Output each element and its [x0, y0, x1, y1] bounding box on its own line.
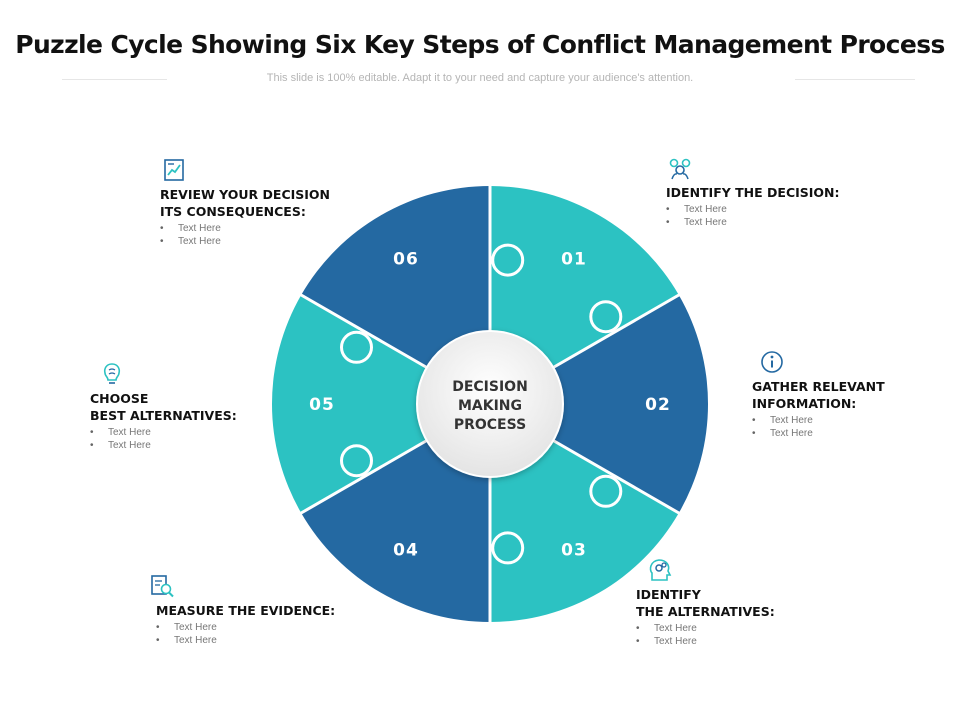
step-04-bullets: Text Here Text Here	[156, 621, 335, 647]
puzzle-segment-06	[301, 185, 490, 369]
segment-number-03: 03	[561, 541, 587, 561]
brain-bulb-icon	[103, 363, 121, 384]
step-01-bullet-2: Text Here	[666, 216, 840, 229]
step-03-heading-line-2: THE ALTERNATIVES:	[636, 604, 775, 619]
puzzle-knob-4	[491, 531, 525, 565]
puzzle-segment-04	[301, 439, 490, 623]
step-05-bullet-1: Text Here	[90, 426, 237, 439]
step-03-heading-line-1: IDENTIFY	[636, 587, 701, 602]
step-02-heading-line-2: INFORMATION:	[752, 396, 857, 411]
center-label-line-2: MAKING	[458, 398, 522, 414]
segment-number-06: 06	[393, 250, 419, 270]
step-05-heading-line-2: BEST ALTERNATIVES:	[90, 408, 237, 423]
center-label-line-1: DECISION	[452, 379, 528, 395]
step-05-bullet-2: Text Here	[90, 439, 237, 452]
step-03-bullet-2: Text Here	[636, 635, 775, 648]
center-label-line-3: PROCESS	[454, 417, 526, 433]
step-02: GATHER RELEVANT INFORMATION: Text Here T…	[752, 348, 885, 440]
segment-divider-6	[299, 293, 431, 371]
step-04: MEASURE THE EVIDENCE: Text Here Text Her…	[151, 572, 336, 647]
page-title: Puzzle Cycle Showing Six Key Steps of Co…	[15, 30, 945, 59]
step-04-bullet-2: Text Here	[156, 634, 335, 647]
step-03-bullets: Text Here Text Here	[636, 622, 775, 648]
step-02-bullet-2: Text Here	[752, 427, 885, 440]
step-06-bullets: Text Here Text Here	[160, 222, 330, 248]
step-01-heading-line-1: IDENTIFY THE DECISION:	[666, 185, 840, 200]
step-05-heading-line-1: CHOOSE	[90, 391, 149, 406]
center-circle	[416, 330, 564, 478]
segment-divider-2	[549, 293, 681, 371]
puzzle-segment-03	[490, 439, 679, 622]
step-06-heading-line-2: ITS CONSEQUENCES:	[160, 204, 306, 219]
step-01-bullets: Text Here Text Here	[666, 203, 840, 229]
step-04-bullet-1: Text Here	[156, 621, 335, 634]
document-search-icon	[151, 575, 174, 598]
left-divider	[62, 79, 167, 80]
puzzle-knob-6	[340, 330, 373, 364]
review-chart-icon	[164, 159, 184, 181]
puzzle-knob-2	[589, 300, 623, 334]
puzzle-segment-02	[550, 295, 709, 513]
segment-number-05: 05	[309, 395, 335, 415]
people-gears-icon	[669, 158, 691, 180]
puzzle-knob-1	[491, 243, 525, 277]
page-subtitle: This slide is 100% editable. Adapt it to…	[266, 72, 694, 84]
step-05: CHOOSE BEST ALTERNATIVES: Text Here Text…	[90, 360, 237, 452]
step-05-bullets: Text Here Text Here	[90, 426, 237, 452]
segment-divider-3	[549, 437, 681, 515]
segment-divider-5	[299, 437, 431, 515]
step-03-bullet-1: Text Here	[636, 622, 775, 635]
step-06-heading-line-1: REVIEW YOUR DECISION	[160, 187, 331, 202]
step-06: REVIEW YOUR DECISION ITS CONSEQUENCES: T…	[160, 156, 330, 248]
step-06-bullet-2: Text Here	[160, 235, 330, 248]
segment-number-04: 04	[393, 541, 419, 561]
step-04-heading-line-1: MEASURE THE EVIDENCE:	[156, 603, 336, 618]
step-03: IDENTIFY THE ALTERNATIVES: Text Here Tex…	[636, 556, 775, 648]
puzzle-segment-01	[490, 186, 679, 369]
step-02-bullets: Text Here Text Here	[752, 414, 885, 440]
segment-number-02: 02	[645, 395, 671, 415]
puzzle-segment-05	[271, 295, 430, 513]
step-02-heading-line-1: GATHER RELEVANT	[752, 379, 885, 394]
puzzle-knob-5	[340, 444, 373, 478]
puzzle-knob-3	[589, 474, 623, 508]
step-06-bullet-1: Text Here	[160, 222, 330, 235]
head-gears-icon	[649, 559, 672, 581]
step-01: IDENTIFY THE DECISION: Text Here Text He…	[666, 154, 840, 229]
segment-number-01: 01	[561, 250, 587, 270]
step-02-bullet-1: Text Here	[752, 414, 885, 427]
right-divider	[795, 79, 915, 80]
puzzle-segments: 01 02 03 04 05 06	[271, 185, 709, 623]
step-01-bullet-1: Text Here	[666, 203, 840, 216]
info-icon	[761, 351, 783, 373]
